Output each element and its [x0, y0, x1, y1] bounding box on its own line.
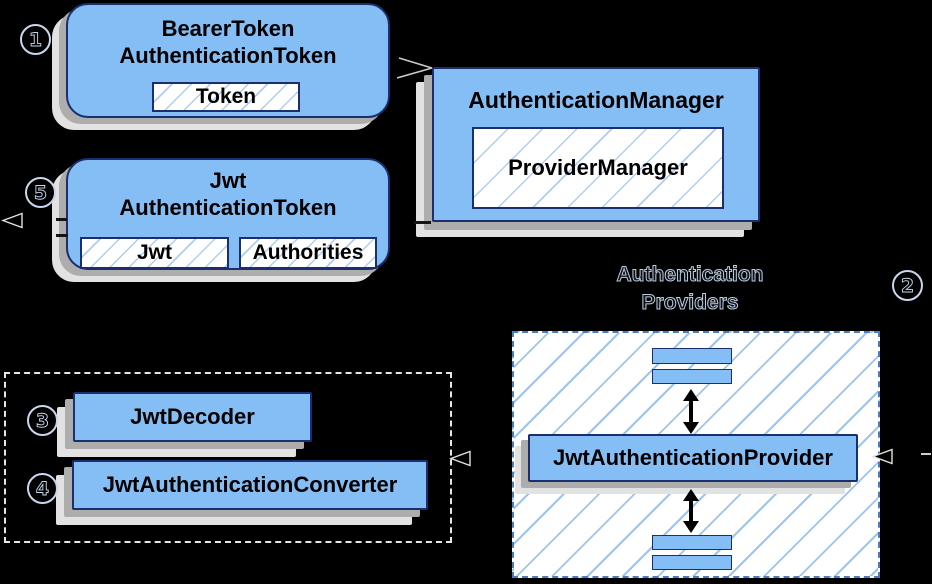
- decoder-converter-group: [4, 372, 452, 543]
- step-3-badge: 3: [27, 405, 58, 436]
- token-field: Token: [152, 82, 300, 112]
- bearer-token-title-line2: AuthenticationToken: [119, 43, 337, 68]
- jwt-decoder-title: JwtDecoder: [130, 404, 255, 429]
- provider-manager-box: ProviderManager: [472, 127, 724, 209]
- step-5-badge: 5: [25, 177, 56, 208]
- connector-line-fragment: [921, 453, 931, 455]
- connector-line-fragment: [56, 218, 67, 221]
- provider-list-bar: [652, 369, 732, 384]
- bearer-token-title-line1: BearerToken: [161, 16, 295, 41]
- authentication-providers-label: Authentication Providers: [616, 263, 764, 315]
- step-2-badge: 2: [892, 270, 923, 301]
- double-arrow-icon: [683, 389, 699, 434]
- connector-line-fragment: [414, 221, 431, 224]
- arrowhead-left-icon: [449, 450, 471, 467]
- jwt-token-title-line2: AuthenticationToken: [119, 195, 337, 220]
- authentication-manager-title: AuthenticationManager: [468, 87, 724, 113]
- arrowhead-left-icon: [1, 212, 23, 229]
- authentication-manager-card: AuthenticationManager ProviderManager: [416, 67, 760, 237]
- authorities-field: Authorities: [239, 237, 377, 269]
- arrowhead-left-icon: [871, 448, 893, 465]
- jwt-field: Jwt: [80, 237, 229, 269]
- jwt-authentication-converter-title: JwtAuthenticationConverter: [102, 472, 398, 497]
- jwt-decoder-card: JwtDecoder: [57, 392, 312, 457]
- connector-line-fragment: [56, 234, 68, 237]
- provider-list-bar: [652, 555, 732, 570]
- jwt-authentication-token-card: Jwt AuthenticationToken Jwt Authorities: [52, 158, 390, 282]
- bearer-token-authentication-token-card: BearerToken AuthenticationToken Token: [52, 3, 390, 130]
- step-1-badge: 1: [20, 24, 51, 55]
- jwt-authentication-converter-card: JwtAuthenticationConverter: [56, 460, 428, 525]
- step-4-badge: 4: [27, 473, 58, 504]
- arrowhead-right-icon: [397, 57, 433, 79]
- jwt-authentication-provider-card: JwtAuthenticationProvider: [515, 434, 858, 494]
- provider-list-bar: [652, 535, 732, 550]
- double-arrow-icon: [683, 489, 699, 533]
- jwt-authentication-provider-title: JwtAuthenticationProvider: [553, 445, 833, 470]
- provider-list-bar: [652, 348, 732, 364]
- jwt-token-title-line1: Jwt: [209, 168, 247, 193]
